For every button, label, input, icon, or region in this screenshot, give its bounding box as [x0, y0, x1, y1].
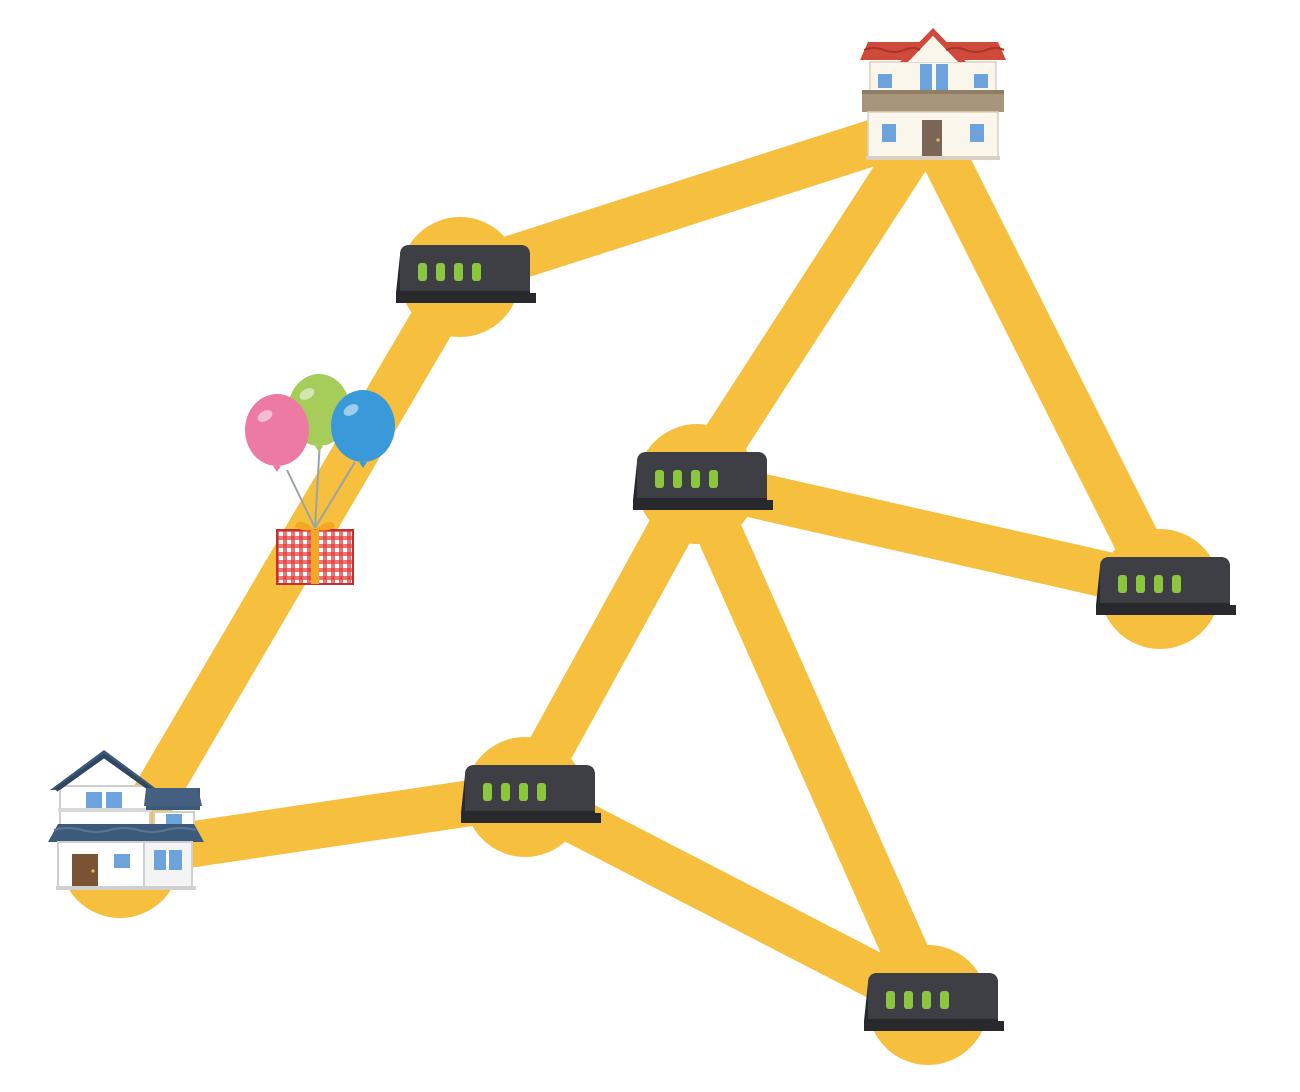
gift-packet — [245, 374, 395, 585]
router-3-led — [1154, 575, 1163, 593]
router-3-led — [1136, 575, 1145, 593]
balloon-blue — [331, 390, 395, 462]
router-4-led — [537, 783, 546, 801]
router-4-router-icon — [461, 765, 601, 823]
home-sender-house-icon — [48, 750, 204, 890]
balloon-pink — [245, 394, 309, 466]
home-receiver-house-icon — [860, 28, 1006, 160]
link-home-receiver-router-2 — [677, 112, 948, 495]
link-router-2-router-3 — [691, 459, 1166, 610]
link-router-1-home-receiver — [452, 103, 936, 297]
router-3-router-icon — [1096, 557, 1236, 615]
router-1-led — [418, 263, 427, 281]
router-2-led — [709, 470, 718, 488]
link-router-4-router-5 — [514, 774, 939, 1024]
link-router-2-router-5 — [675, 472, 950, 1013]
router-2-led — [673, 470, 682, 488]
router-2-router-icon — [633, 452, 773, 510]
nodes-layer — [48, 28, 1236, 1031]
router-3-led — [1118, 575, 1127, 593]
router-5-led — [922, 991, 931, 1009]
router-1-router-icon — [396, 245, 536, 303]
router-4-led — [519, 783, 528, 801]
router-5-led — [940, 991, 949, 1009]
router-1-led — [472, 263, 481, 281]
router-4-led — [501, 783, 510, 801]
router-3-led — [1172, 575, 1181, 593]
router-5-led — [904, 991, 913, 1009]
router-2-led — [655, 470, 664, 488]
packet-layer — [245, 374, 395, 585]
router-4-led — [483, 783, 492, 801]
router-2-led — [691, 470, 700, 488]
link-home-receiver-router-3 — [907, 114, 1181, 598]
router-1-led — [436, 263, 445, 281]
router-5-led — [886, 991, 895, 1009]
router-1-led — [454, 263, 463, 281]
router-5-router-icon — [864, 973, 1004, 1031]
